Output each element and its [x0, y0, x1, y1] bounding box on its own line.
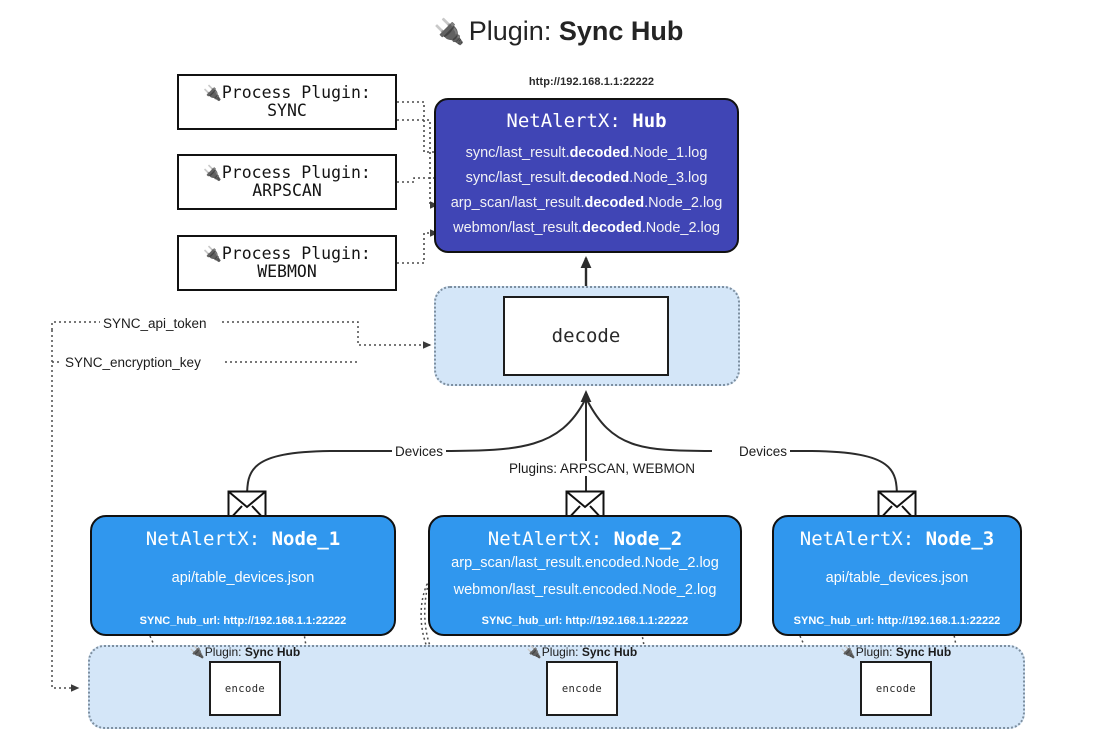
node-hub-url: SYNC_hub_url: http://192.168.1.1:22222	[793, 615, 1001, 627]
label-devices-left: Devices	[392, 444, 447, 459]
process-plugin-name: WEBMON	[257, 262, 317, 282]
process-plugin-label: Process Plugin:	[221, 244, 371, 264]
encode-box-1[interactable]: encode	[209, 661, 281, 716]
log-pre: sync/last_result.	[465, 145, 570, 161]
encode-box-2[interactable]: encode	[546, 661, 618, 716]
wire-webmon-to-hub	[397, 229, 439, 264]
plugin-tag-name: Sync Hub	[581, 645, 638, 659]
node-resource-line: api/table_devices.json	[171, 570, 315, 586]
log-pre: webmon/last_result.	[453, 220, 583, 236]
title-name: Sync Hub	[558, 16, 684, 46]
log-pre: arp_scan/last_result.	[450, 195, 585, 211]
plug-icon: 🔌	[203, 164, 222, 183]
node-resource-line: webmon/last_result.encoded.Node_2.log	[453, 582, 717, 598]
title-prefix: Plugin:	[468, 16, 552, 46]
page-title: 🔌Plugin: Sync Hub	[0, 16, 1117, 47]
plug-icon: 🔌	[433, 18, 465, 46]
hub-title-prefix: NetAlertX:	[506, 110, 621, 132]
wire-sync2-to-hub	[397, 119, 439, 209]
plug-icon: 🔌	[203, 84, 222, 103]
log-pre: sync/last_result.	[465, 170, 570, 186]
label-sync-encryption-key: SYNC_encryption_key	[62, 355, 204, 370]
label-sync-api-token: SYNC_api_token	[100, 316, 210, 331]
wire-devices-right-join	[586, 399, 713, 452]
node-3[interactable]: NetAlertX: Node_3 api/table_devices.json…	[772, 515, 1022, 636]
process-plugin-sync[interactable]: 🔌Process Plugin: SYNC	[177, 74, 397, 130]
log-mid: decoded	[569, 145, 630, 161]
process-plugin-name: SYNC	[267, 101, 307, 121]
node-resource-line: arp_scan/last_result.encoded.Node_2.log	[451, 555, 719, 571]
node-resource-line: api/table_devices.json	[825, 570, 969, 586]
node-1[interactable]: NetAlertX: Node_1 api/table_devices.json…	[90, 515, 396, 636]
label-devices-right: Devices	[736, 444, 791, 459]
node-title-name: Node_3	[925, 528, 995, 550]
plugin-tag-prefix: Plugin:	[855, 645, 893, 659]
wire-api-token-right	[222, 321, 432, 349]
hub-log-line: sync/last_result.decoded.Node_3.log	[436, 166, 737, 191]
label-plugins-center: Plugins: ARPSCAN, WEBMON	[506, 461, 699, 476]
node-title: NetAlertX: Node_2	[430, 528, 740, 550]
node-title-prefix: NetAlertX:	[145, 528, 261, 550]
log-post: .Node_2.log	[641, 220, 720, 236]
plug-icon: 🔌	[840, 645, 856, 659]
decode-box[interactable]: decode	[503, 296, 669, 376]
hub-node[interactable]: NetAlertX: Hub sync/last_result.decoded.…	[434, 98, 739, 253]
log-post: .Node_1.log	[629, 145, 708, 161]
plugin-tag-name: Sync Hub	[244, 645, 301, 659]
plug-icon: 🔌	[203, 245, 222, 264]
hub-title-name: Hub	[632, 110, 667, 132]
plugin-tag-1: 🔌Plugin: Sync Hub	[152, 645, 338, 659]
wire-api-token-left	[51, 321, 100, 330]
node-title-name: Node_1	[271, 528, 341, 550]
wire-enc-key-down	[51, 330, 80, 692]
process-plugin-name: ARPSCAN	[252, 181, 322, 201]
plugin-tag-prefix: Plugin:	[541, 645, 579, 659]
process-plugin-label: Process Plugin:	[221, 83, 371, 103]
node-hub-url: SYNC_hub_url: http://192.168.1.1:22222	[139, 615, 347, 627]
plugin-tag-3: 🔌Plugin: Sync Hub	[803, 645, 989, 659]
node-title-name: Node_2	[613, 528, 683, 550]
node-title: NetAlertX: Node_1	[92, 528, 394, 550]
encode-box-3[interactable]: encode	[860, 661, 932, 716]
hub-log-line: webmon/last_result.decoded.Node_2.log	[436, 216, 737, 241]
process-plugin-webmon[interactable]: 🔌Process Plugin: WEBMON	[177, 235, 397, 291]
hub-log-line: arp_scan/last_result.decoded.Node_2.log	[436, 191, 737, 216]
log-mid: decoded	[582, 220, 642, 236]
wire-devices-left-join	[442, 399, 586, 452]
wire-node1-devices	[246, 450, 392, 499]
hub-title: NetAlertX: Hub	[436, 110, 737, 132]
log-mid: decoded	[584, 195, 645, 211]
plugin-tag-prefix: Plugin:	[204, 645, 242, 659]
plugin-tag-name: Sync Hub	[895, 645, 952, 659]
log-post: .Node_2.log	[644, 195, 723, 211]
node-title: NetAlertX: Node_3	[774, 528, 1020, 550]
plugin-tag-2: 🔌Plugin: Sync Hub	[489, 645, 675, 659]
log-post: .Node_3.log	[629, 170, 708, 186]
node-hub-url: SYNC_hub_url: http://192.168.1.1:22222	[481, 615, 689, 627]
node-title-prefix: NetAlertX:	[487, 528, 603, 550]
process-plugin-arpscan[interactable]: 🔌Process Plugin: ARPSCAN	[177, 154, 397, 210]
node-2[interactable]: NetAlertX: Node_2 arp_scan/last_result.e…	[428, 515, 742, 636]
hub-url-label: http://192.168.1.1:22222	[528, 76, 655, 88]
hub-log-line: sync/last_result.decoded.Node_1.log	[436, 141, 737, 166]
process-plugin-label: Process Plugin:	[221, 163, 371, 183]
plug-icon: 🔌	[189, 645, 205, 659]
node-title-prefix: NetAlertX:	[799, 528, 915, 550]
plug-icon: 🔌	[526, 645, 542, 659]
log-mid: decoded	[569, 170, 630, 186]
